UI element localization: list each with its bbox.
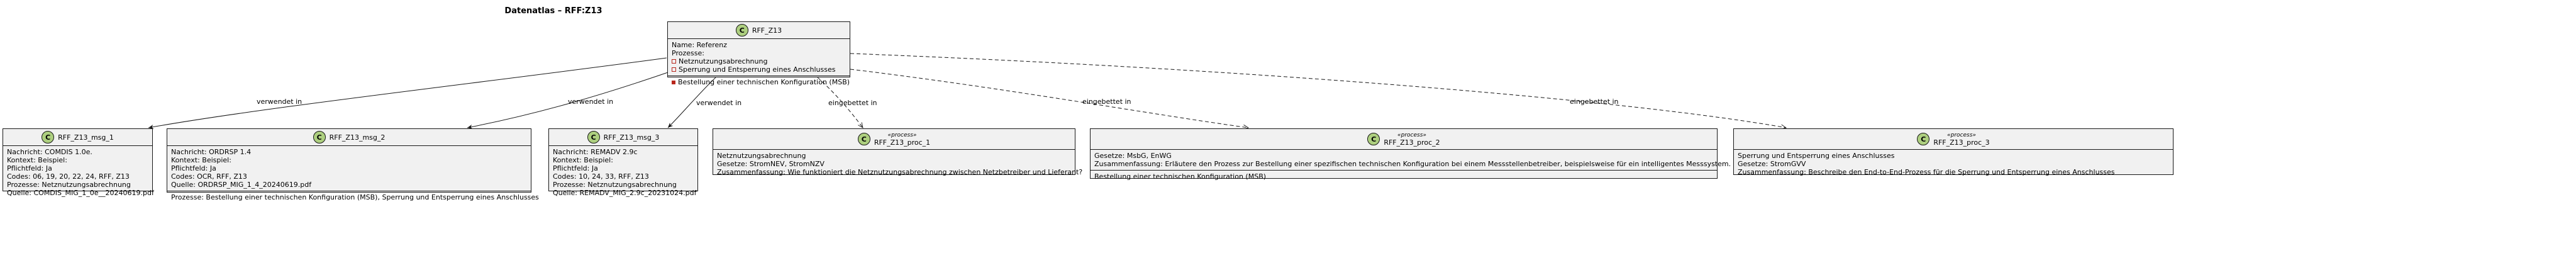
prozess-row: Netznutzungsabrechnung [672, 57, 846, 65]
attr-row: Prozesse: [672, 49, 704, 57]
prozess-row: Sperrung und Entsperrung eines Anschluss… [672, 65, 846, 74]
class-header: C «process» RFF_Z13_proc_2 [1091, 129, 1717, 149]
class-icon: C [313, 131, 326, 143]
class-msg-3[interactable]: C RFF_Z13_msg_3 Nachricht: REMADV 2.9c K… [548, 128, 698, 197]
edge-label-embedded-3: eingebettet in [1570, 98, 1619, 106]
class-msg-2[interactable]: C RFF_Z13_msg_2 Nachricht: ORDRSP 1.4 Ko… [167, 128, 539, 201]
class-methods: Bestellung einer technischen Konfigurati… [668, 76, 850, 88]
class-attributes: Gesetze: MsbG, EnWG Zusammenfassung: Erl… [1091, 149, 1731, 170]
class-stereotype: «process» [1397, 132, 1426, 138]
attr-row: Zusammenfassung: Wie funktioniert die Ne… [717, 168, 1083, 176]
class-msg-1[interactable]: C RFF_Z13_msg_1 Nachricht: COMDIS 1.0e. … [3, 128, 154, 197]
method-row: Prozesse: Bestellung einer technischen K… [171, 193, 539, 201]
class-attributes: Nachricht: ORDRSP 1.4 Kontext: Beispiel:… [167, 145, 531, 191]
edge-label-uses-1: verwendet in [257, 98, 303, 106]
class-header: C RFF_Z13 [668, 22, 850, 38]
class-methods: Bestellung einer technischen Konfigurati… [1091, 170, 1717, 183]
attr-row: Quelle: ORDRSP_MIG_1_4_20240619.pdf [171, 181, 312, 189]
class-proc-2[interactable]: C «process» RFF_Z13_proc_2 Gesetze: MsbG… [1090, 128, 1731, 181]
attr-row: Pflichtfeld: Ja [553, 164, 598, 172]
attr-row: Prozesse: Netznutzungsabrechnung [553, 181, 677, 189]
class-icon: C [587, 131, 600, 143]
attr-row: Zusammenfassung: Erläutere den Prozess z… [1094, 160, 1731, 168]
class-stereotype: «process» [887, 132, 917, 138]
attr-row: Sperrung und Entsperrung eines Anschluss… [1738, 152, 1895, 160]
class-attributes: Nachricht: REMADV 2.9c Kontext: Beispiel… [549, 145, 697, 199]
attr-row: Gesetze: StromNEV, StromNZV [717, 160, 824, 168]
attr-row: Nachricht: COMDIS 1.0e. [7, 148, 92, 156]
class-attributes: Name: Referenz Prozesse: Netznutzungsabr… [668, 38, 850, 76]
class-attributes: Netznutzungsabrechnung Gesetze: StromNEV… [713, 149, 1083, 178]
class-name: RFF_Z13_msg_2 [329, 133, 386, 142]
edge-label-embedded-1: eingebettet in [828, 99, 877, 107]
class-attributes: Sperrung und Entsperrung eines Anschluss… [1734, 149, 2173, 178]
attr-row: Quelle: REMADV_MIG_2.9c_20231024.pdf [553, 189, 697, 197]
attr-row: Kontext: Beispiel: [7, 156, 67, 164]
attr-row: Pflichtfeld: Ja [171, 164, 216, 172]
class-name: RFF_Z13_proc_3 [1933, 138, 1990, 147]
class-header: C RFF_Z13_msg_3 [549, 129, 697, 145]
attr-row: Prozesse: Netznutzungsabrechnung [7, 181, 131, 189]
class-name: RFF_Z13_proc_1 [874, 138, 931, 147]
edge-label-embedded-2: eingebettet in [1082, 98, 1131, 106]
class-attributes: Nachricht: COMDIS 1.0e. Kontext: Beispie… [3, 145, 154, 199]
class-stereotype: «process» [1947, 132, 1976, 138]
class-methods: Prozesse: Bestellung einer technischen K… [167, 191, 539, 203]
class-icon: C [857, 133, 870, 145]
attr-row: Gesetze: MsbG, EnWG [1094, 152, 1172, 160]
method-row: Bestellung einer technischen Konfigurati… [1094, 172, 1267, 181]
edge-main-msg2 [467, 71, 670, 129]
attr-row: Codes: 06, 19, 20, 22, 24, RFF, Z13 [7, 172, 130, 181]
edge-label-uses-2: verwendet in [568, 98, 614, 106]
attr-row: Codes: OCR, RFF, Z13 [171, 172, 247, 181]
attr-row: Netznutzungsabrechnung [717, 152, 806, 160]
edge-main-proc2 [850, 69, 1248, 128]
class-name: RFF_Z13_msg_3 [603, 133, 660, 142]
attr-row: Pflichtfeld: Ja [7, 164, 52, 172]
prozess-row: Bestellung einer technischen Konfigurati… [672, 78, 850, 86]
edge-main-msg1 [148, 57, 667, 130]
class-icon: C [1917, 133, 1930, 145]
attr-row: Zusammenfassung: Beschreibe den End-to-E… [1738, 168, 2115, 176]
class-name: RFF_Z13 [752, 26, 782, 35]
attr-row: Gesetze: StromGVV [1738, 160, 1806, 168]
attr-row: Codes: 10, 24, 33, RFF, Z13 [553, 172, 649, 181]
edge-main-proc3 [850, 53, 1786, 128]
class-icon: C [735, 24, 748, 37]
attr-row: Kontext: Beispiel: [171, 156, 231, 164]
class-proc-1[interactable]: C «process» RFF_Z13_proc_1 Netznutzungsa… [713, 128, 1083, 178]
class-header: C RFF_Z13_msg_1 [3, 129, 152, 145]
attr-row: Kontext: Beispiel: [553, 156, 613, 164]
attr-row: Nachricht: REMADV 2.9c [553, 148, 638, 156]
class-icon: C [1367, 133, 1380, 145]
class-name: RFF_Z13_proc_2 [1384, 138, 1440, 147]
class-name: RFF_Z13_msg_1 [58, 133, 114, 142]
diagram-title: Datenatlas – RFF:Z13 [504, 6, 602, 16]
class-header: C «process» RFF_Z13_proc_1 [713, 129, 1075, 149]
attr-row: Name: Referenz [672, 41, 728, 49]
class-icon: C [42, 131, 55, 143]
edge-label-uses-3: verwendet in [696, 99, 742, 107]
class-proc-3[interactable]: C «process» RFF_Z13_proc_3 Sperrung und … [1733, 128, 2174, 178]
class-header: C «process» RFF_Z13_proc_3 [1734, 129, 2173, 149]
attr-row: Nachricht: ORDRSP 1.4 [171, 148, 252, 156]
class-main[interactable]: C RFF_Z13 Name: Referenz Prozesse: Netzn… [667, 21, 850, 86]
class-header: C RFF_Z13_msg_2 [167, 129, 531, 145]
attr-row: Quelle: COMDIS_MIG_1_0e__20240619.pdf [7, 189, 154, 197]
